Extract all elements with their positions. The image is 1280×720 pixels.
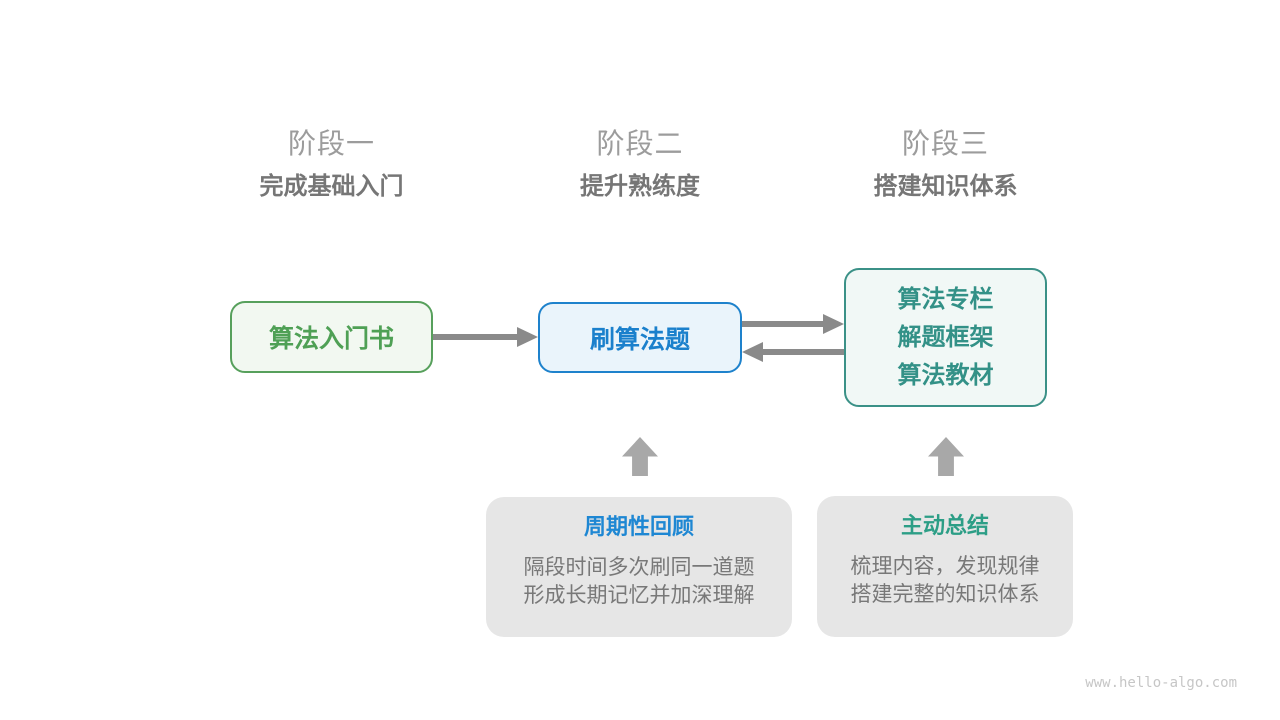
- callout-periodic-review-line-2: 形成长期记忆并加深理解: [523, 584, 755, 607]
- stage1-subtitle: 完成基础入门: [259, 173, 404, 200]
- callout-active-summary: 主动总结 梳理内容，发现规律 搭建完整的知识体系: [817, 496, 1073, 637]
- stage2-label: 阶段二: [596, 128, 684, 159]
- watermark: www.hello-algo.com: [1085, 675, 1237, 691]
- callout-periodic-review-body: 隔段时间多次刷同一道题 形成长期记忆并加深理解: [486, 554, 792, 610]
- callout-active-summary-title: 主动总结: [900, 513, 989, 538]
- arrow-stage1-to-stage2-icon: [433, 327, 538, 347]
- stage3-label: 阶段三: [901, 128, 989, 159]
- node-knowledge-line-1: 算法专栏: [897, 285, 994, 313]
- stage1-header: 阶段一 完成基础入门: [230, 127, 433, 201]
- stage3-header: 阶段三 搭建知识体系: [844, 127, 1047, 201]
- node-knowledge-line-2: 解题框架: [897, 323, 994, 351]
- node-knowledge-line-3: 算法教材: [897, 361, 994, 389]
- up-arrow-summary-icon: [928, 437, 964, 476]
- stage1-label: 阶段一: [287, 128, 375, 159]
- node-practice-problems: 刷算法题: [538, 302, 742, 373]
- node-practice-problems-label: 刷算法题: [589, 325, 690, 354]
- arrow-stage2-to-stage3-icon: [742, 314, 844, 334]
- node-intro-book: 算法入门书: [230, 301, 433, 373]
- arrow-stage3-to-stage2-icon: [742, 342, 844, 362]
- callout-periodic-review-line-1: 隔段时间多次刷同一道题: [523, 556, 755, 579]
- callout-periodic-review-title: 周期性回顾: [583, 514, 694, 539]
- node-knowledge-resources: 算法专栏 解题框架 算法教材: [844, 268, 1047, 407]
- callout-active-summary-line-2: 搭建完整的知识体系: [850, 583, 1040, 606]
- stage2-header: 阶段二 提升熟练度: [538, 127, 742, 201]
- stage2-subtitle: 提升熟练度: [580, 173, 700, 200]
- callout-active-summary-line-1: 梳理内容，发现规律: [850, 555, 1040, 578]
- stage3-subtitle: 搭建知识体系: [873, 173, 1018, 200]
- up-arrow-review-icon: [622, 437, 658, 476]
- callout-active-summary-body: 梳理内容，发现规律 搭建完整的知识体系: [817, 553, 1073, 609]
- callout-periodic-review: 周期性回顾 隔段时间多次刷同一道题 形成长期记忆并加深理解: [486, 497, 792, 637]
- node-intro-book-label: 算法入门书: [268, 325, 394, 353]
